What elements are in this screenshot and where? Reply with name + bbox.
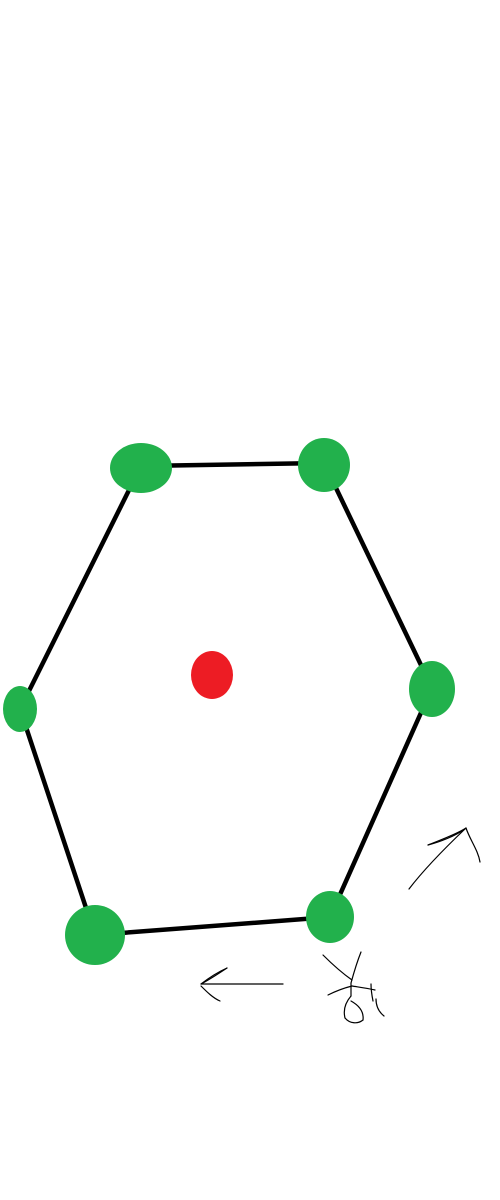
edge-lower-right [327, 685, 435, 920]
edge-lower-left [17, 706, 98, 938]
center-point [191, 651, 233, 699]
arrow-up-right-icon [408, 827, 481, 890]
vertex-bottom-right [306, 891, 354, 943]
vertex-right [409, 661, 455, 717]
vertex-top-left [110, 443, 172, 493]
hexagon-vertices [3, 438, 455, 965]
edge-upper-right [321, 460, 435, 691]
arrow-left-icon [200, 967, 284, 1002]
edge-bottom [92, 914, 333, 938]
edge-upper-left [17, 463, 144, 712]
handwritten-glyph [322, 951, 385, 1024]
vertex-left [3, 686, 37, 732]
vertex-top-right [298, 438, 350, 492]
hexagon-edges [17, 460, 435, 938]
vertex-bottom-left [65, 905, 125, 965]
